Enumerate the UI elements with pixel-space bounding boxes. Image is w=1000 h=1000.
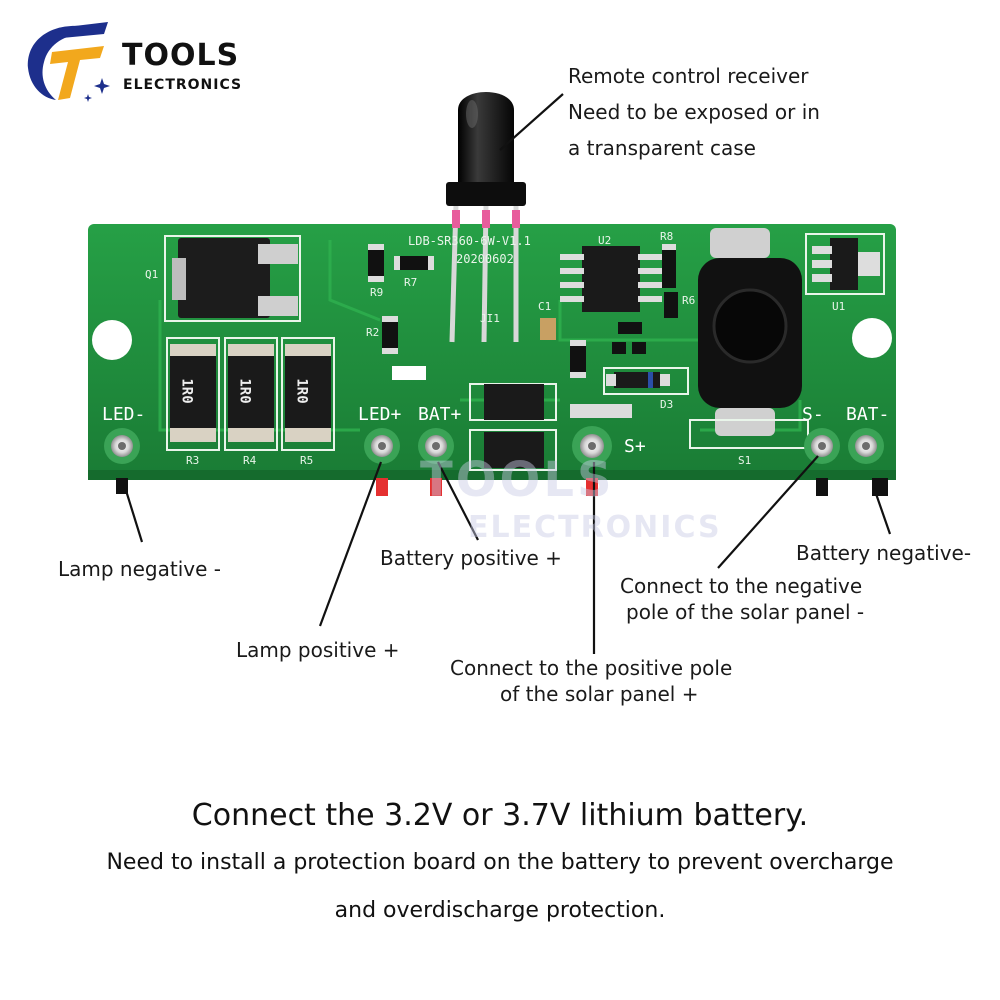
label-c1: C1 (538, 300, 552, 313)
leader-lamp-negative (122, 483, 144, 543)
pad-bat-minus (848, 428, 884, 464)
label-r5: R5 (300, 454, 314, 467)
transistor-q1 (164, 235, 301, 322)
logo-navy-bar (58, 22, 108, 38)
leader-battery-negative (872, 487, 892, 535)
pad-s-plus (572, 426, 612, 466)
board-date-label: 20200602 (456, 252, 514, 266)
pad-label-led-minus: LED- (102, 404, 146, 425)
footer-note-line1: Need to install a protection board on th… (106, 850, 894, 875)
leader-battery-positive (437, 461, 479, 541)
leader-solar-negative (717, 455, 819, 569)
label-ji1: JI1 (480, 312, 500, 325)
pad-label-bat-minus: BAT- (846, 404, 890, 425)
label-u1: U1 (832, 300, 846, 313)
label-r2: R2 (366, 326, 380, 339)
resistor-r3 (166, 337, 220, 451)
pad-led-minus (104, 428, 140, 464)
pad-label-s-minus: S- (802, 404, 824, 425)
leader-remote-receiver (499, 93, 564, 151)
switch-s1 (689, 228, 809, 449)
logo-navy-arc (27, 25, 80, 100)
label-q1: Q1 (145, 268, 159, 281)
footer-note-line2: and overdischarge protection. (334, 898, 666, 923)
mounting-hole-right (852, 318, 892, 358)
callout-solar-positive-line2: of the solar panel + (500, 682, 699, 706)
label-r9: R9 (370, 286, 384, 299)
callout-remote-receiver-line1: Remote control receiver (568, 64, 809, 88)
resistor-r5-marking: 1R0 (293, 378, 310, 404)
pad-led-plus (364, 428, 400, 464)
board-id-label: LDB-SR360-6W-V1.1 (408, 234, 531, 248)
logo-star (94, 78, 110, 94)
logo-gold-t (50, 46, 104, 100)
resistor-r4-marking: 1R0 (236, 378, 253, 404)
label-r7: R7 (404, 276, 418, 289)
label-s1: S1 (738, 454, 752, 467)
resistor-r3-marking: 1R0 (178, 378, 195, 404)
callout-lamp-positive: Lamp positive + (236, 638, 400, 662)
brand-name: TOOLS (122, 38, 240, 73)
ic-u1 (805, 233, 885, 295)
callout-battery-negative: Battery negative- (796, 541, 972, 565)
label-d3: D3 (660, 398, 674, 411)
smd-components (368, 244, 689, 418)
logo-star-small (84, 94, 92, 102)
callout-lamp-negative: Lamp negative - (58, 557, 221, 581)
ic-u2 (560, 246, 662, 312)
pad-bat-plus (418, 428, 454, 464)
callout-remote-receiver-line2: Need to be exposed or in (568, 100, 820, 124)
label-u2: U2 (598, 234, 612, 247)
callout-solar-negative-line1: Connect to the negative (620, 574, 863, 598)
label-r8: R8 (660, 230, 674, 243)
mounting-hole-left (92, 320, 132, 360)
label-r6: R6 (682, 294, 696, 307)
leader-lamp-positive (318, 461, 383, 627)
callout-leader-lines (122, 93, 892, 654)
footer-title: Connect the 3.2V or 3.7V lithium battery… (191, 798, 809, 833)
pcb-board-edge (88, 470, 896, 480)
pad-label-bat-plus: BAT+ (418, 404, 462, 425)
watermark-electronics: ELECTRONICS (468, 510, 722, 545)
pad-label-led-plus: LED+ (358, 404, 402, 425)
callout-solar-negative-line2: pole of the solar panel - (626, 600, 865, 624)
brand-logo-icon (27, 22, 110, 102)
diode-d2 (469, 383, 557, 471)
brand-subname: ELECTRONICS (123, 77, 243, 93)
pad-label-s-plus: S+ (624, 436, 646, 457)
callout-remote-receiver-line3: a transparent case (568, 136, 756, 160)
label-r4: R4 (243, 454, 257, 467)
callout-battery-positive: Battery positive + (380, 546, 562, 570)
pad-s-minus (804, 428, 840, 464)
ir-receiver (446, 92, 526, 343)
resistor-r5 (281, 337, 335, 451)
resistor-r4 (224, 337, 278, 451)
watermark-tools: TOOLS (420, 452, 615, 508)
callout-solar-positive-line1: Connect to the positive pole (450, 656, 733, 680)
label-r3: R3 (186, 454, 200, 467)
